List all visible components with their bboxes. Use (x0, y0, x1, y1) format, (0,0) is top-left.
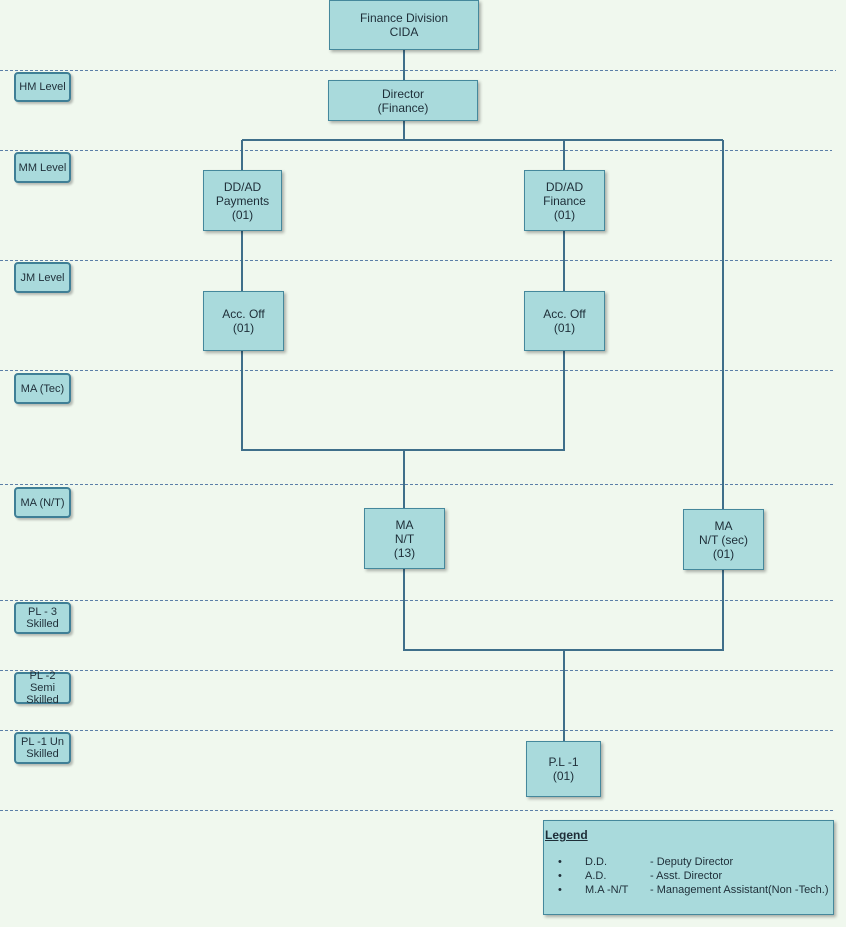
node-pl1: P.L -1 (01) (526, 741, 601, 797)
legend-title: Legend (545, 828, 588, 842)
level-dividers (0, 70, 836, 811)
legend-abbr: M.A -N/T (585, 884, 629, 896)
node-finance-division: Finance Division CIDA (329, 0, 479, 50)
level-label-mm: MM Level (14, 152, 71, 183)
node-ma-nt: MA N/T (13) (364, 508, 445, 569)
node-director: Director (Finance) (328, 80, 478, 121)
connector-lines (241, 50, 724, 741)
node-ddad-payments: DD/AD Payments (01) (203, 170, 282, 231)
legend-meaning: - Asst. Director (650, 870, 723, 882)
level-label-ma-nt: MA (N/T) (14, 487, 71, 518)
level-label-pl3: PL - 3 Skilled (14, 602, 71, 634)
node-ddad-finance: DD/AD Finance (01) (524, 170, 605, 231)
connector-accoff-merge (241, 351, 565, 451)
bullet-icon: • (558, 856, 562, 868)
level-label-ma-tec: MA (Tec) (14, 373, 71, 404)
node-ma-nt-sec: MA N/T (sec) (01) (683, 509, 764, 570)
level-label-jm: JM Level (14, 262, 71, 293)
node-acc-off-finance: Acc. Off (01) (524, 291, 605, 351)
legend-abbr: D.D. (585, 856, 607, 868)
bullet-icon: • (558, 870, 562, 882)
legend-box: Legend • D.D. - Deputy Director • A.D. -… (543, 820, 834, 915)
level-label-pl2: PL -2 Semi Skilled (14, 670, 71, 706)
bullet-icon: • (558, 884, 562, 896)
legend-abbr: A.D. (585, 870, 607, 882)
connector-ma-merge (403, 569, 724, 651)
node-acc-off-payments: Acc. Off (01) (203, 291, 284, 351)
level-label-pl1: PL -1 Un Skilled (14, 732, 71, 764)
legend-meaning: - Management Assistant(Non -Tech.) (650, 884, 829, 896)
level-label-hm: HM Level (14, 72, 71, 102)
legend-meaning: - Deputy Director (650, 856, 734, 868)
